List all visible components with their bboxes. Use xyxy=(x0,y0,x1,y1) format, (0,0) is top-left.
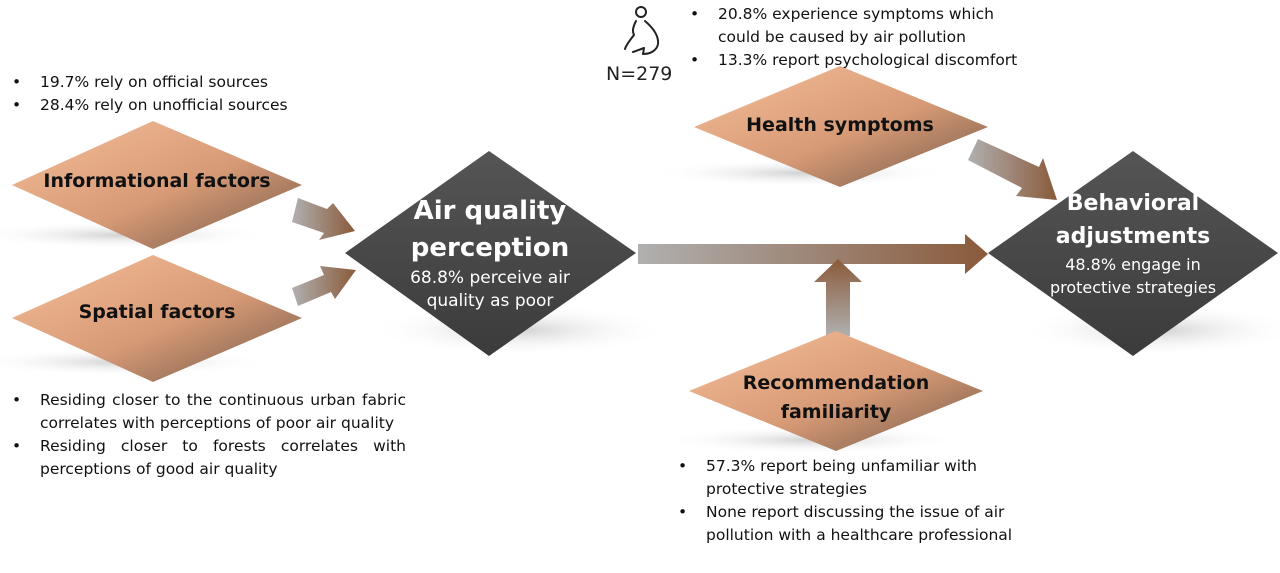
informational-note-item: 28.4% rely on unofficial sources xyxy=(10,94,330,117)
behavioral-title-line2: adjustments xyxy=(1055,224,1211,249)
recommendation-notes: 57.3% report being unfamiliar with prote… xyxy=(676,455,1026,547)
spatial-factors-label: Spatial factors xyxy=(78,301,236,323)
recommendation-label-line1: Recommendation xyxy=(742,372,930,394)
informational-notes: 19.7% rely on official sources 28.4% rel… xyxy=(10,71,330,117)
arrow-informational-to-perception xyxy=(292,198,355,240)
perception-title-line1: Air quality xyxy=(413,196,567,226)
health-note-item: 20.8% experience symptoms which could be… xyxy=(688,3,1028,49)
diamond-spatial xyxy=(12,255,302,382)
recommendation-note-item: None report discussing the issue of air … xyxy=(676,501,1026,547)
perception-node-text: Air quality perception 68.8% perceive ai… xyxy=(375,193,605,313)
spatial-notes: Residing closer to the continuous urban … xyxy=(10,389,406,481)
diamond-health xyxy=(694,66,988,187)
diamond-recommendation xyxy=(689,331,983,451)
diamond-perception xyxy=(345,151,636,356)
behavioral-title-line1: Behavioral xyxy=(1066,191,1200,216)
arrow-recommendation-up xyxy=(814,259,862,336)
spatial-note-item: Residing closer to forests correlates wi… xyxy=(10,435,406,481)
arrow-perception-to-behavioral xyxy=(638,234,988,274)
behavioral-stat-line2: protective strategies xyxy=(1049,278,1217,297)
health-notes: 20.8% experience symptoms which could be… xyxy=(688,3,1028,72)
arrow-spatial-to-perception xyxy=(292,266,356,306)
perception-stat-line1: 68.8% perceive air xyxy=(410,268,570,288)
diamond-informational xyxy=(12,121,302,249)
arrow-health-to-behavioral xyxy=(968,139,1057,200)
sample-count: N=279 xyxy=(606,63,673,85)
recommendation-note-item: 57.3% report being unfamiliar with prote… xyxy=(676,455,1026,501)
behavioral-node-text: Behavioral adjustments 48.8% engage in p… xyxy=(1018,187,1248,299)
perception-title-line2: perception xyxy=(410,233,570,263)
informational-factors-label: Informational factors xyxy=(43,170,271,192)
recommendation-familiarity-label: Recommendation familiarity xyxy=(700,369,972,427)
diamond-behavioral xyxy=(988,151,1278,356)
health-symptoms-label: Health symptoms xyxy=(746,114,934,136)
informational-note-item: 19.7% rely on official sources xyxy=(10,71,330,94)
perception-stat-line2: quality as poor xyxy=(426,291,554,311)
behavioral-stat-line1: 48.8% engage in xyxy=(1065,255,1201,274)
spatial-note-item: Residing closer to the continuous urban … xyxy=(10,389,406,435)
health-note-item: 13.3% report psychological discomfort xyxy=(688,49,1028,72)
recommendation-label-line2: familiarity xyxy=(780,401,892,423)
pregnant-woman-icon xyxy=(624,6,660,55)
